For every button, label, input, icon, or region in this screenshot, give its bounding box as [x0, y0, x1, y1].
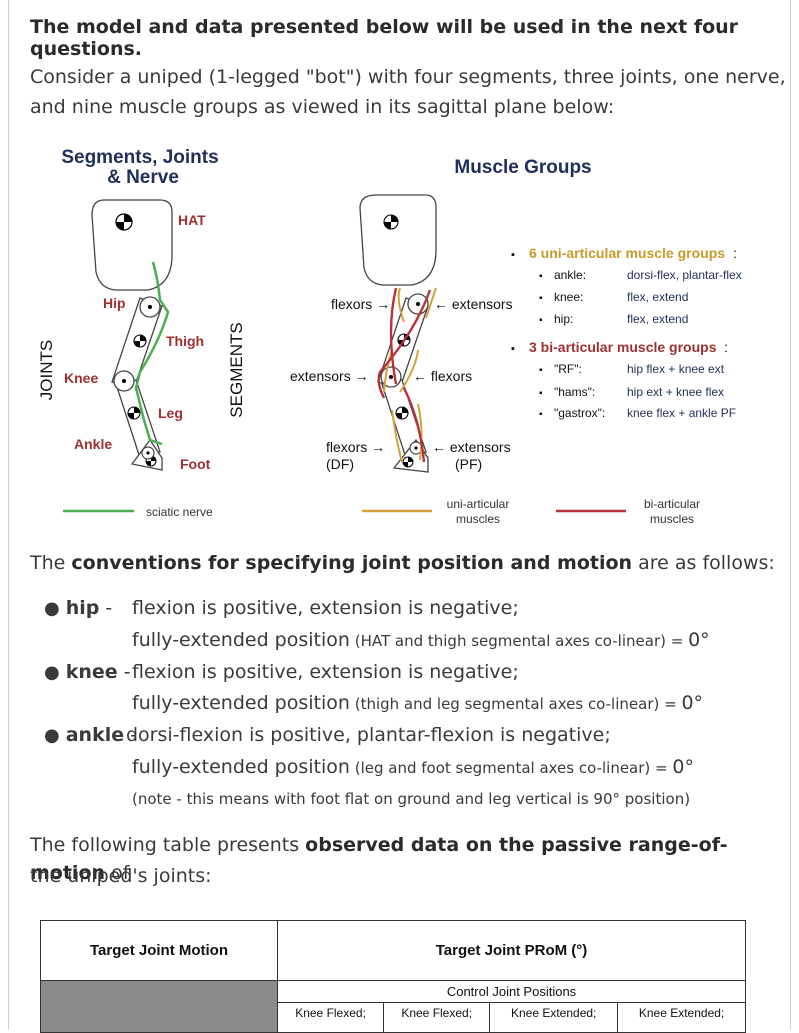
knee-convention-line-1: flexion is positive, extension is negati…	[132, 661, 519, 683]
table-intro-line-1: The following table presents observed da…	[30, 834, 728, 884]
bi-legend-label: bi-articular	[644, 497, 700, 511]
leg-label: Leg	[158, 405, 183, 421]
col-header-target-motion: Target Joint Motion	[40, 920, 278, 981]
ankle-extensors-sub: (PF)	[455, 456, 482, 472]
uni-legend-label: uni-articular	[447, 497, 510, 511]
svg-text:▪: ▪	[539, 409, 543, 420]
thigh-center-of-mass-icon	[133, 334, 147, 348]
joints-axis-label: JOINTS	[37, 340, 56, 400]
knee-convention: ●knee -	[44, 661, 131, 683]
bi-bullet: ▪	[511, 343, 515, 355]
ankle-convention-line-2: fully-extended position (leg and foot se…	[132, 756, 694, 778]
uni-row-key: ankle:	[554, 268, 586, 282]
intro-heading: The model and data presented below will …	[30, 16, 739, 60]
control-col-2: Knee Flexed;	[383, 1002, 491, 1033]
svg-text:▪: ▪	[539, 293, 543, 304]
description-line-2: and nine muscle groups as viewed in its …	[30, 96, 615, 118]
bi-legend-label-2: muscles	[650, 512, 694, 526]
sciatic-nerve-path	[134, 261, 170, 446]
ankle-convention: ●ankle -	[44, 724, 138, 746]
hat-label: HAT	[178, 212, 206, 228]
bi-articular-heading: 3 bi-articular muscle groups	[529, 339, 717, 355]
gray-header-cell	[40, 980, 278, 1033]
control-col-4: Knee Extended;	[617, 1002, 746, 1033]
hip-convention: ●hip -	[44, 597, 113, 619]
hat-segment	[91, 199, 173, 291]
uni-articular-heading: 6 uni-articular muscle groups	[529, 245, 725, 261]
bi-heading-colon: :	[724, 339, 728, 355]
bi-row-key: "gastrox":	[554, 406, 605, 420]
control-joint-positions-header: Control Joint Positions	[277, 980, 746, 1003]
hat-center-of-mass-icon	[115, 213, 133, 231]
bi-row-value: hip ext + knee flex	[627, 385, 724, 399]
uni-articular-list: ▪ ankle: dorsi-flex, plantar-flex ▪ knee…	[539, 268, 742, 326]
knee-convention-line-2: fully-extended position (thigh and leg s…	[132, 692, 704, 714]
nerve-legend-label: sciatic nerve	[146, 505, 213, 519]
hat-segment-muscle-view	[359, 194, 437, 286]
svg-text:▪: ▪	[539, 365, 543, 376]
table-intro-line-2: the uniped's joints:	[30, 865, 212, 887]
bi-articular-muscles	[377, 287, 432, 463]
svg-text:▪: ▪	[539, 271, 543, 282]
control-col-3: Knee Extended;	[489, 1002, 619, 1033]
question-card	[8, 0, 791, 1030]
ankle-extensors-label: ← extensors	[432, 439, 511, 455]
knee-extensors-label: extensors →	[290, 368, 369, 384]
knee-label: Knee	[64, 370, 98, 386]
ankle-note: (note - this means with foot flat on gro…	[132, 790, 691, 808]
uni-bullet: ▪	[511, 249, 515, 261]
svg-text:▪: ▪	[539, 388, 543, 399]
ankle-flexors-label: flexors →	[326, 439, 385, 455]
control-col-1: Knee Flexed;	[276, 1002, 385, 1033]
left-figure-title-2: & Nerve	[107, 167, 179, 188]
hip-convention-line-1: flexion is positive, extension is negati…	[132, 597, 519, 619]
uni-row-value: flex, extend	[627, 312, 688, 326]
hip-convention-line-2: fully-extended position (HAT and thigh s…	[132, 629, 710, 651]
prom-table: Target Joint Motion Target Joint PRoM (°…	[40, 920, 746, 1033]
leg-center-of-mass-icon	[127, 406, 141, 420]
bi-row-key: "hams":	[554, 385, 595, 399]
uni-row-value: dorsi-flex, plantar-flex	[627, 268, 742, 282]
hip-label: Hip	[103, 295, 126, 311]
bi-row-value: hip flex + knee ext	[627, 362, 725, 376]
hip-extensors-label: ← extensors	[434, 296, 513, 312]
foot-label: Foot	[180, 456, 211, 472]
hip-flexors-label: flexors →	[331, 296, 390, 312]
uni-row-value: flex, extend	[627, 290, 688, 304]
left-figure-title: Segments, Joints	[61, 147, 218, 168]
svg-text:▪: ▪	[539, 315, 543, 326]
conventions-intro: The conventions for specifying joint pos…	[30, 552, 775, 574]
right-figure-title: Muscle Groups	[454, 157, 591, 178]
bi-articular-list: ▪ "RF": hip flex + knee ext ▪ "hams": hi…	[539, 362, 736, 420]
uniped-figure: Segments, Joints & Nerve HAT Thigh Leg F…	[37, 147, 742, 526]
ankle-flexors-sub: (DF)	[326, 456, 354, 472]
segments-axis-label: SEGMENTS	[227, 322, 246, 417]
ankle-label: Ankle	[74, 436, 112, 452]
thigh-label: Thigh	[166, 333, 204, 349]
bi-row-key: "RF":	[554, 362, 582, 376]
col-header-target-prom: Target Joint PRoM (°)	[277, 920, 746, 981]
uni-legend-label-2: muscles	[456, 512, 500, 526]
knee-flexors-label: ← flexors	[413, 368, 472, 384]
bi-row-value: knee flex + ankle PF	[627, 406, 736, 420]
hat-cm-icon-2	[383, 214, 399, 230]
uni-heading-colon: :	[733, 245, 737, 261]
description-line-1: Consider a uniped (1-legged "bot") with …	[30, 66, 786, 88]
ankle-convention-line-1: dorsi-flexion is positive, plantar-flexi…	[126, 724, 611, 746]
uni-row-key: knee:	[554, 290, 583, 304]
uni-row-key: hip:	[554, 312, 573, 326]
